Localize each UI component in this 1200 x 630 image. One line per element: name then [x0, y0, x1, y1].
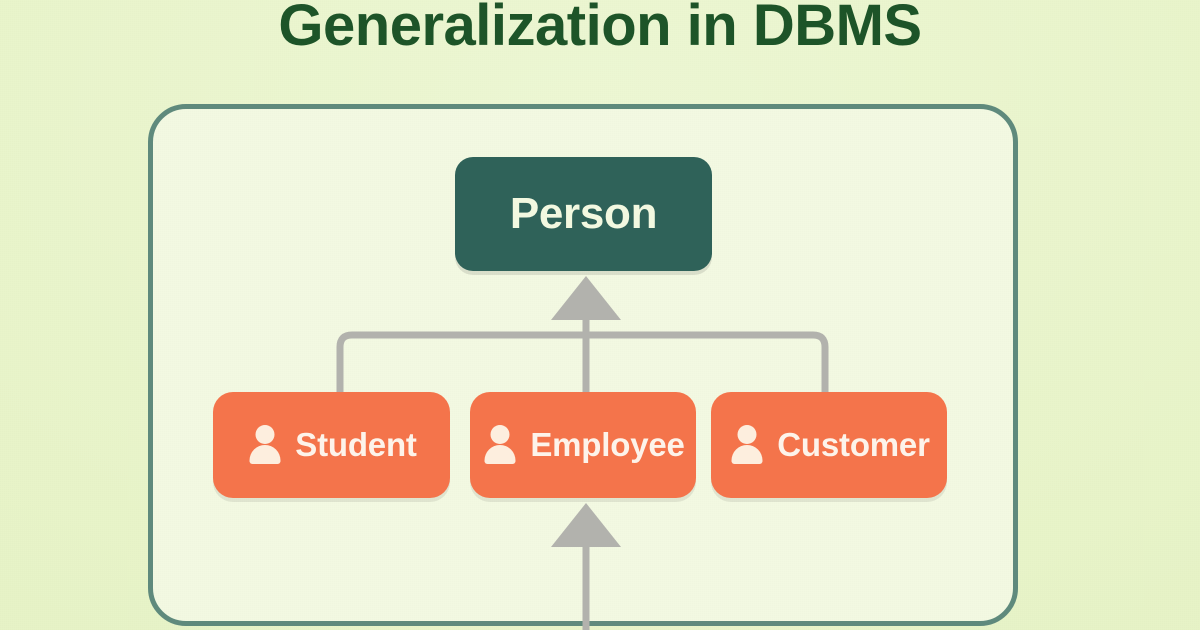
- entity-node-student[interactable]: Student: [213, 392, 450, 498]
- entity-node-customer[interactable]: Customer: [711, 392, 947, 498]
- person-icon: [246, 424, 284, 466]
- person-icon: [728, 424, 766, 466]
- isa-arrow-to-person: [551, 276, 621, 320]
- entity-node-person[interactable]: Person: [455, 157, 712, 271]
- person-icon: [481, 424, 519, 466]
- entity-label-customer: Customer: [777, 426, 930, 463]
- entity-label-person: Person: [509, 189, 658, 238]
- generalization-bus: [336, 331, 829, 400]
- entity-label-employee: Employee: [530, 426, 685, 463]
- entity-node-employee[interactable]: Employee: [470, 392, 696, 498]
- entity-label-student: Student: [295, 426, 417, 463]
- page-title: Generalization in DBMS: [278, 0, 922, 58]
- isa-arrow-to-employee: [551, 503, 621, 547]
